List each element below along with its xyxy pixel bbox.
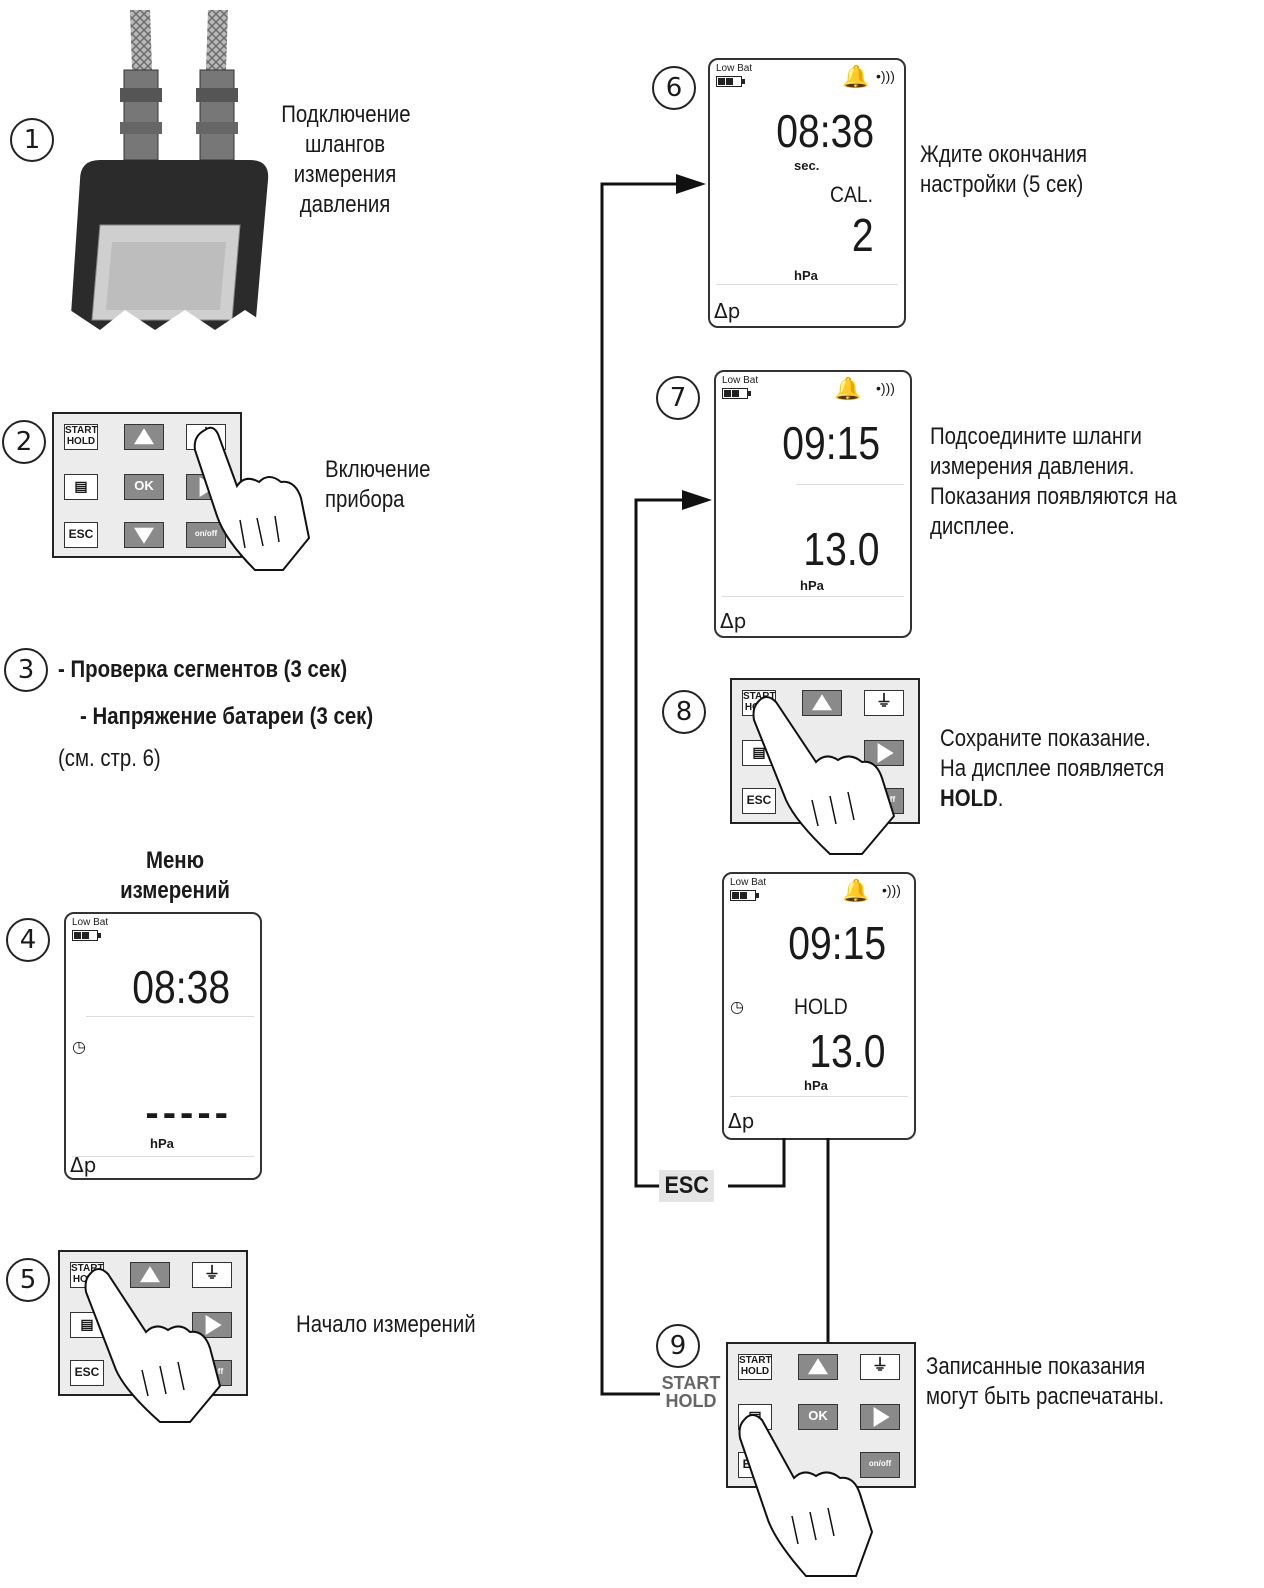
esc-key[interactable]: ESC (742, 788, 776, 814)
unit-hpa: hPa (800, 578, 824, 593)
low-bat-label: Low Bat (716, 63, 753, 74)
lcd-value: 2 (852, 209, 874, 261)
bell-icon: 🔔 (834, 376, 862, 401)
step5-text: Начало измерений (296, 1311, 476, 1338)
esc-key[interactable]: ESC (70, 1360, 104, 1386)
step-number-5: 5 (6, 1258, 50, 1302)
lcd-time: 08:38 (132, 961, 230, 1013)
unit-hpa: hPa (794, 268, 818, 283)
onoff-key[interactable]: on/off (860, 1452, 900, 1478)
ok-key[interactable]: OK (124, 474, 164, 500)
up-key[interactable] (130, 1262, 170, 1288)
unit-hpa: hPa (150, 1136, 174, 1151)
step-number-4: 4 (6, 918, 50, 962)
power-key[interactable]: ⏚ (860, 1354, 900, 1380)
delta-p-label: Δp (720, 609, 747, 633)
arrow-icon (676, 174, 706, 194)
speaker-icon: •))) (876, 380, 895, 396)
printer-key[interactable]: ▤ (64, 474, 98, 500)
low-bat-label: Low Bat (72, 917, 109, 928)
lcd-value: 13.0 (809, 1025, 886, 1077)
step-number-7: 7 (656, 376, 700, 420)
battery-icon (730, 890, 759, 901)
up-key[interactable] (798, 1354, 838, 1380)
esc-key[interactable]: ESC (64, 522, 98, 548)
right-key[interactable] (864, 740, 904, 766)
hand-icon (193, 426, 311, 571)
lcd-value: 13.0 (803, 523, 880, 575)
right-key[interactable] (860, 1404, 900, 1430)
clock-icon: ◷ (72, 1037, 86, 1056)
hand-icon (752, 696, 896, 855)
lcd-mode: HOLD (794, 994, 848, 1019)
bell-icon: 🔔 (842, 64, 870, 89)
clock-icon: ◷ (730, 997, 744, 1016)
device-photo (60, 10, 275, 330)
lcd-display-step6: Low Bat 🔔 •))) 08:38 sec. CAL. 2 hPa Δp (708, 58, 906, 328)
battery-icon (722, 388, 751, 399)
step8-text: Сохраните показание. На дисплее появляет… (940, 725, 1165, 812)
unit-hpa: hPa (804, 1078, 828, 1093)
bell-icon: 🔔 (842, 878, 870, 903)
step-number-8: 8 (662, 690, 706, 734)
battery-icon (72, 930, 101, 941)
up-key[interactable] (802, 690, 842, 716)
hand-icon (738, 1414, 874, 1577)
hand-icon (84, 1268, 222, 1423)
lcd-mode: CAL. (830, 182, 874, 207)
flow-esc-label: ESC (659, 1170, 715, 1202)
low-bat-label: Low Bat (730, 877, 767, 888)
lcd-value: ----- (145, 1091, 232, 1135)
speaker-icon: •))) (882, 882, 901, 898)
step3-line3: (см. стр. 6) (58, 745, 161, 772)
lcd-display-step4: Low Bat 08:38 ◷ ----- hPa Δp (64, 912, 262, 1180)
power-key[interactable]: ⏚ (192, 1262, 232, 1288)
low-bat-label: Low Bat (722, 375, 759, 386)
step-number-9: 9 (656, 1324, 700, 1368)
step3-line1: - Проверка сегментов (3 сек) (58, 656, 348, 683)
ok-key[interactable]: OK (798, 1404, 838, 1430)
lcd-time: 09:15 (788, 917, 886, 969)
sec-label: sec. (794, 158, 820, 173)
step-number-2: 2 (2, 420, 46, 464)
lcd-display-hold: Low Bat 🔔 •))) 09:15 ◷ HOLD 13.0 hPa Δp (722, 872, 916, 1140)
arrow-icon (682, 490, 712, 510)
down-key[interactable] (124, 522, 164, 548)
step-number-3: 3 (4, 648, 48, 692)
delta-p-label: Δp (70, 1153, 97, 1177)
hold-emphasis: HOLD (940, 785, 998, 812)
power-key[interactable]: ⏚ (864, 690, 904, 716)
step-number-1: 1 (10, 118, 54, 162)
delta-p-label: Δp (728, 1109, 755, 1133)
lcd-time: 09:15 (782, 417, 880, 469)
delta-p-label: Δp (714, 299, 741, 323)
battery-icon (716, 76, 745, 87)
onoff-key[interactable]: on/off (186, 522, 226, 548)
lcd-time: 08:38 (776, 105, 874, 157)
speaker-icon: •))) (876, 68, 895, 84)
lcd-display-step7: Low Bat 🔔 •))) 09:15 13.0 hPa Δp (714, 370, 912, 638)
step3-line2: - Напряжение батареи (3 сек) (80, 703, 374, 730)
up-key[interactable] (124, 424, 164, 450)
step-number-6: 6 (652, 66, 696, 110)
